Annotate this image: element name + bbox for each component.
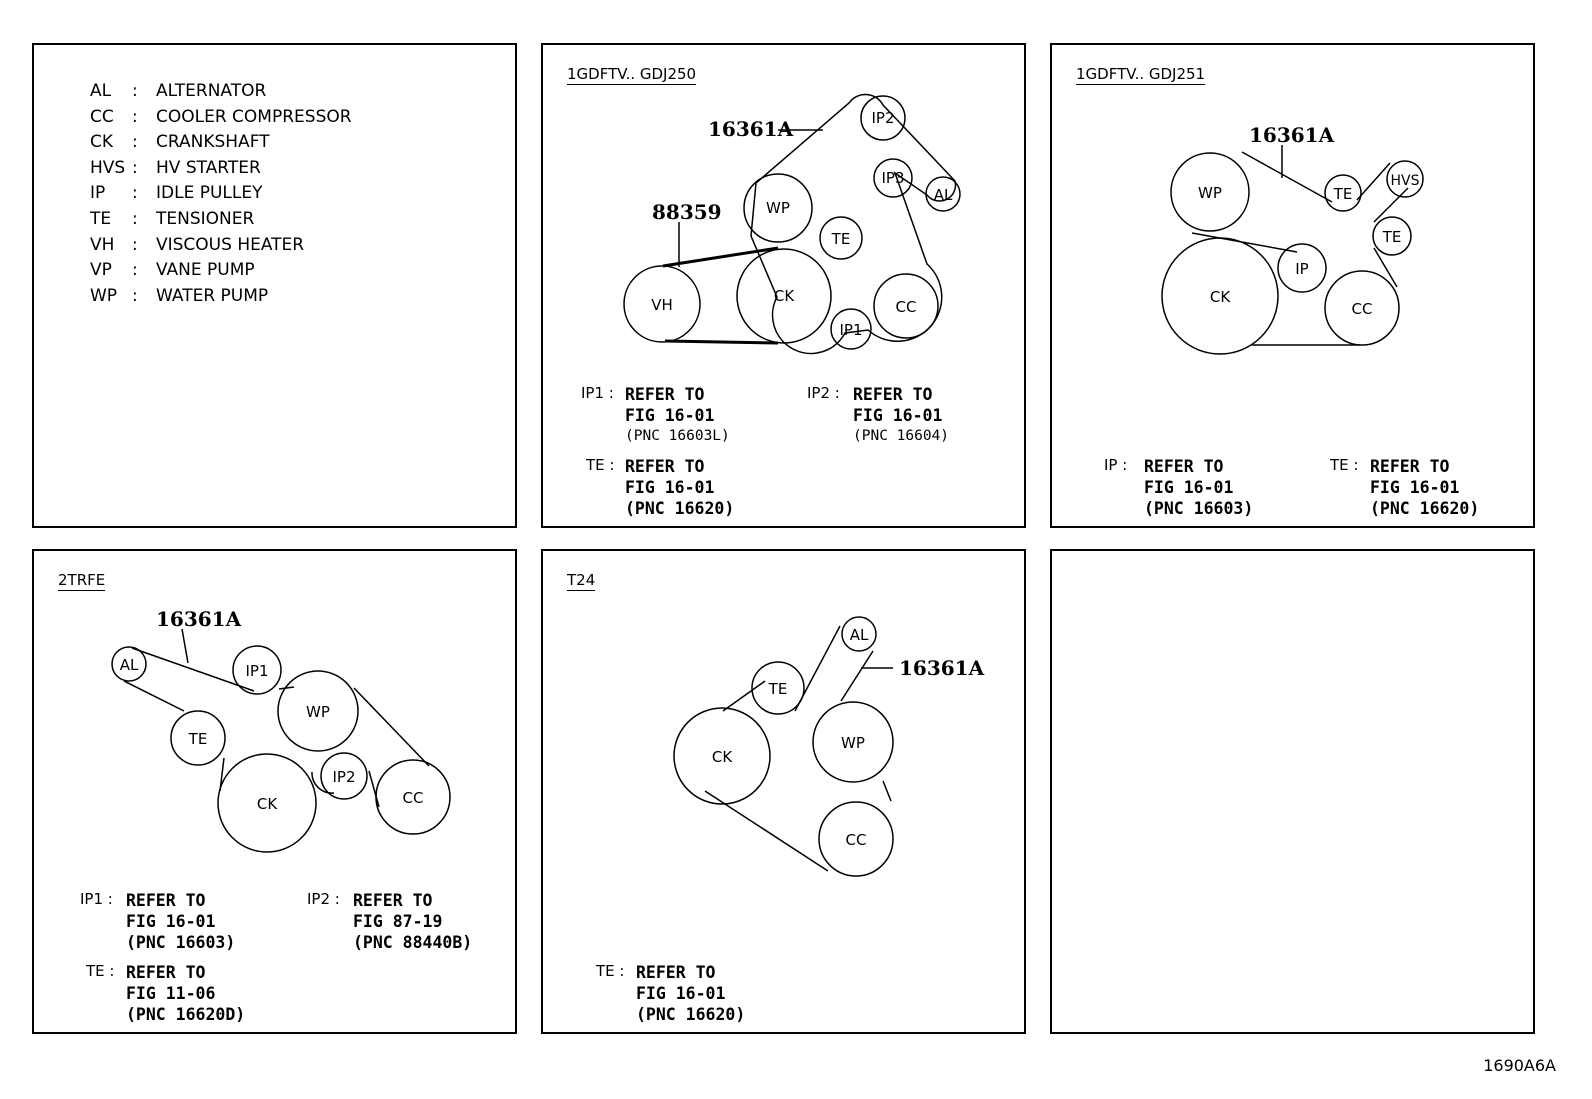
pulley-label: TE bbox=[1382, 228, 1402, 246]
belt-diagram-t24: AL TE WP CK CC 16361A bbox=[673, 616, 985, 877]
figure-code: 1690A6A bbox=[1483, 1056, 1556, 1075]
pulley-label: CK bbox=[774, 287, 795, 305]
belt-diagram-gdj251: WP TE HVS TE IP CK CC 16361A bbox=[1161, 123, 1424, 355]
pulley-label: CK bbox=[257, 795, 278, 813]
pulley-ck bbox=[673, 707, 771, 805]
pulley-label: VH bbox=[651, 296, 673, 314]
pulley-al bbox=[111, 646, 147, 682]
pulley-label: CC bbox=[896, 298, 917, 316]
belt-16361a-run bbox=[1191, 151, 1409, 346]
pulley-ip1 bbox=[830, 308, 872, 350]
pulley-ip1 bbox=[232, 645, 282, 695]
pulley-al bbox=[925, 176, 961, 212]
belt-16361a-run bbox=[123, 647, 430, 808]
pulley-label: WP bbox=[766, 199, 790, 217]
legend-row: VH:VISCOUS HEATER bbox=[90, 234, 305, 255]
abbreviation-legend: AL:ALTERNATOR CC:COOLER COMPRESSOR CK:CR… bbox=[90, 79, 352, 309]
pulley-ck bbox=[1161, 237, 1279, 355]
pulley-ip2 bbox=[320, 752, 368, 800]
pulley-label: IP1 bbox=[245, 662, 268, 680]
pulley-label: WP bbox=[306, 703, 330, 721]
panel-title: 1GDFTV.. GDJ251 bbox=[1076, 65, 1206, 85]
belt-diagram-2trfe: AL IP1 WP TE CK IP2 CC 16361A bbox=[111, 607, 451, 853]
pulley-cc bbox=[375, 759, 451, 835]
pulley-wp bbox=[1170, 152, 1250, 232]
pulley-cc bbox=[818, 801, 894, 877]
legend-row: TE:TENSIONER bbox=[90, 208, 255, 229]
legend-row: IP:IDLE PULLEY bbox=[90, 183, 263, 204]
panel-title: T24 bbox=[567, 571, 596, 591]
pulley-te bbox=[170, 710, 226, 766]
pulley-label: TE bbox=[768, 680, 788, 698]
legend-row: CK:CRANKSHAFT bbox=[90, 132, 270, 153]
legend-row: HVS:HV STARTER bbox=[90, 157, 261, 178]
panel-gdj251: 1GDFTV.. GDJ251 WP TE HVS TE IP CK CC 16… bbox=[1050, 43, 1535, 528]
legend-row: CC:COOLER COMPRESSOR bbox=[90, 106, 352, 127]
pulley-hvs bbox=[1386, 160, 1424, 198]
pulley-label: CC bbox=[846, 831, 867, 849]
pulley-label: WP bbox=[841, 734, 865, 752]
pulley-te bbox=[751, 661, 805, 715]
pulley-ck bbox=[217, 753, 317, 853]
pulley-label: IP bbox=[1295, 260, 1308, 278]
panel-title: 1GDFTV.. GDJ250 bbox=[567, 65, 697, 85]
pulley-label: IP1 bbox=[839, 321, 862, 339]
pulley-te bbox=[819, 216, 863, 260]
pulley-label: TE bbox=[831, 230, 851, 248]
pulley-vh bbox=[623, 265, 701, 343]
pulley-label: TE bbox=[188, 730, 208, 748]
panel-gdj250: 1GDFTV.. GDJ250 IP2 WP IP3 AL TE bbox=[541, 43, 1026, 528]
pulley-cc bbox=[873, 273, 939, 339]
pulley-wp bbox=[277, 670, 359, 752]
panel-empty bbox=[1050, 549, 1535, 1034]
pulley-label: IP2 bbox=[871, 109, 894, 127]
pulley-label: TE bbox=[1333, 185, 1353, 203]
pulley-al bbox=[841, 616, 877, 652]
pulley-wp bbox=[812, 701, 894, 783]
belt-diagram-gdj250: IP2 WP IP3 AL TE VH CK CC IP1 16361A 883… bbox=[623, 93, 961, 355]
pulley-label: HVS bbox=[1391, 173, 1420, 189]
pulley-label: CK bbox=[1210, 288, 1231, 306]
pulley-ip2 bbox=[860, 95, 906, 141]
pulley-label: CK bbox=[712, 748, 733, 766]
panel-title: 2TRFE bbox=[58, 571, 106, 591]
pulley-ck bbox=[736, 248, 832, 344]
panel-2trfe: 2TRFE AL IP1 WP TE CK IP2 CC 16361A IP1 … bbox=[32, 549, 517, 1034]
part-label-16361a: 16361A bbox=[708, 117, 794, 141]
pulley-te bbox=[1372, 216, 1412, 256]
leader-16361a bbox=[181, 628, 189, 664]
legend-panel: AL:ALTERNATOR CC:COOLER COMPRESSOR CK:CR… bbox=[32, 43, 517, 528]
part-label-16361a: 16361A bbox=[156, 607, 242, 631]
pulley-label: IP2 bbox=[332, 768, 355, 786]
pulley-label: WP bbox=[1198, 184, 1222, 202]
pulley-te bbox=[1324, 174, 1362, 212]
pulley-label: CC bbox=[1352, 300, 1373, 318]
belt-88359 bbox=[662, 246, 779, 345]
pulley-label: AL bbox=[120, 656, 139, 674]
pulley-ip3 bbox=[873, 158, 913, 198]
belt-16361a-run bbox=[704, 625, 892, 872]
pulley-ip bbox=[1277, 243, 1327, 293]
part-label-16361a: 16361A bbox=[1249, 123, 1335, 147]
pulley-cc bbox=[1324, 270, 1400, 346]
part-label-16361a: 16361A bbox=[899, 656, 985, 680]
pulley-wp bbox=[743, 173, 813, 243]
legend-row: WP:WATER PUMP bbox=[90, 285, 269, 306]
legend-row: AL:ALTERNATOR bbox=[90, 81, 267, 101]
pulley-label: AL bbox=[850, 626, 869, 644]
part-label-88359: 88359 bbox=[652, 200, 722, 224]
pulley-label: IP3 bbox=[881, 169, 904, 187]
pulley-label: CC bbox=[403, 789, 424, 807]
legend-row: VP:VANE PUMP bbox=[90, 260, 255, 281]
pulley-label: AL bbox=[934, 186, 953, 204]
